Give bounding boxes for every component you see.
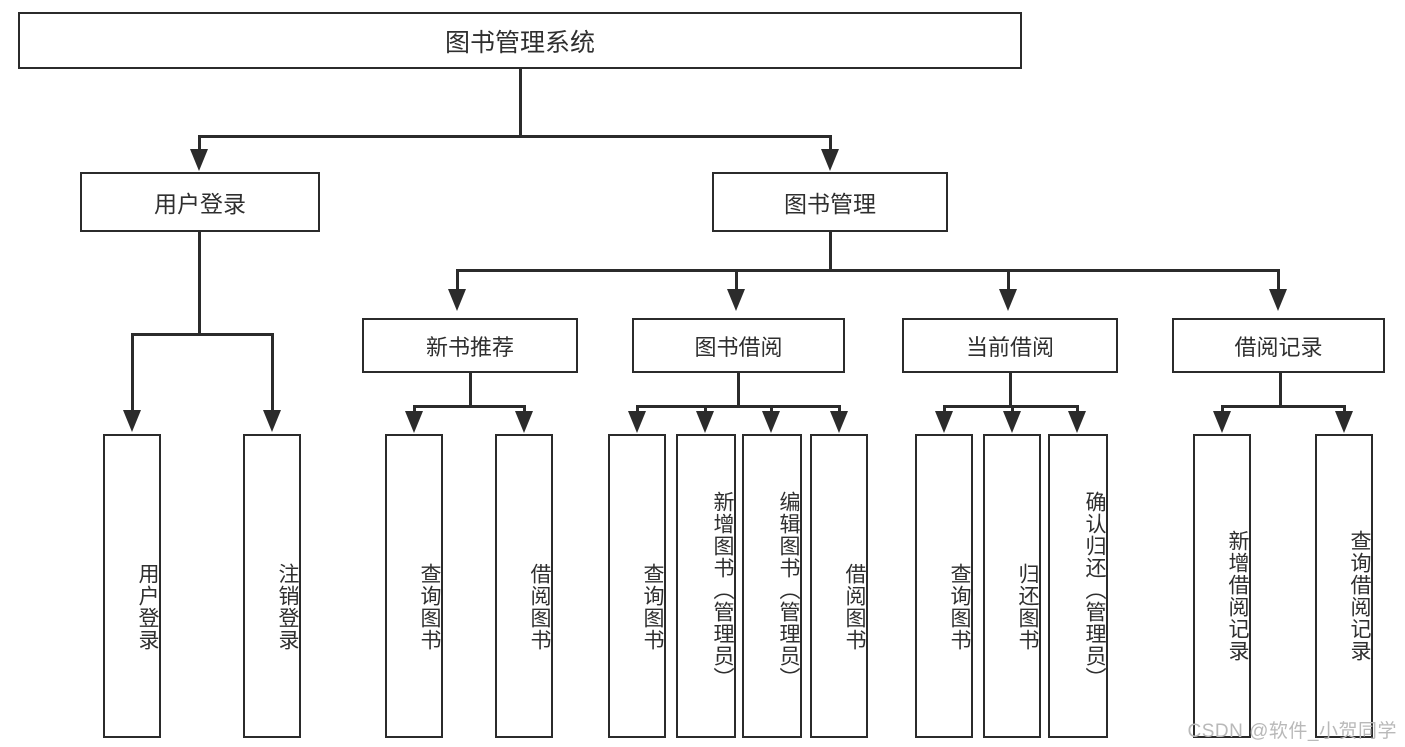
connector-user-login-drop-1 [131, 333, 134, 413]
arrow-to-leaf-add-book [696, 411, 714, 433]
connector-book-borrow-drop-3 [770, 405, 773, 415]
connector-root-drop-left [198, 135, 201, 152]
arrow-to-new-book [448, 289, 466, 311]
arrow-to-leaf-borrow-book-1 [515, 411, 533, 433]
arrow-to-leaf-return-book [1003, 411, 1021, 433]
arrow-to-leaf-query-book-3 [935, 411, 953, 433]
connector-book-borrow-drop-4 [838, 405, 841, 415]
connector-current-drop-2 [1011, 405, 1014, 415]
arrow-to-leaf-edit-book [762, 411, 780, 433]
leaf-query-borrow-record[interactable]: 查询借阅记录 [1315, 434, 1373, 738]
connector-new-book-drop-2 [523, 405, 526, 415]
leaf-query-book-borrow[interactable]: 查询图书 [608, 434, 666, 738]
connector-book-borrow-bar [636, 405, 841, 408]
connector-book-manage-bar [456, 269, 1280, 272]
connector-record-drop-1 [1221, 405, 1224, 415]
leaf-add-book-admin[interactable]: 新增图书（管理员） [676, 434, 736, 738]
node-borrow-record[interactable]: 借阅记录 [1172, 318, 1385, 373]
node-label: 新增借阅记录 [1226, 530, 1249, 662]
arrow-to-leaf-add-record [1213, 411, 1231, 433]
connector-current-drop-1 [943, 405, 946, 415]
leaf-query-book-current[interactable]: 查询图书 [915, 434, 973, 738]
node-label: 图书借阅 [694, 334, 783, 360]
connector-current-borrow-stem [1009, 373, 1012, 408]
arrow-to-leaf-borrow-book-2 [830, 411, 848, 433]
leaf-return-book[interactable]: 归还图书 [983, 434, 1041, 738]
node-book-borrow[interactable]: 图书借阅 [632, 318, 845, 373]
arrow-to-current-borrow [999, 289, 1017, 311]
node-label: 用户登录 [136, 563, 159, 651]
node-current-borrow[interactable]: 当前借阅 [902, 318, 1118, 373]
leaf-borrow-book[interactable]: 借阅图书 [810, 434, 868, 738]
connector-root-stem [519, 69, 522, 137]
leaf-edit-book-admin[interactable]: 编辑图书（管理员） [742, 434, 802, 738]
node-root-system[interactable]: 图书管理系统 [18, 12, 1022, 69]
connector-lvl3-drop-2 [735, 269, 738, 291]
connector-lvl3-drop-3 [1007, 269, 1010, 291]
leaf-user-login[interactable]: 用户登录 [103, 434, 161, 738]
arrow-to-book-manage [821, 149, 839, 171]
leaf-borrow-book-newbook[interactable]: 借阅图书 [495, 434, 553, 738]
csdn-watermark: CSDN @软件_小贺同学 [1187, 721, 1397, 742]
connector-root-bar [198, 135, 832, 138]
connector-current-drop-3 [1076, 405, 1079, 415]
connector-new-book-drop-1 [413, 405, 416, 415]
arrow-to-leaf-query-record [1335, 411, 1353, 433]
node-label: 图书管理 [784, 191, 876, 217]
connector-book-borrow-drop-1 [636, 405, 639, 415]
connector-book-manage-stem [829, 232, 832, 272]
node-user-login[interactable]: 用户登录 [80, 172, 320, 232]
arrow-to-user-login [190, 149, 208, 171]
arrow-to-leaf-user-login [123, 410, 141, 432]
connector-book-borrow-stem [737, 373, 740, 408]
arrow-to-leaf-query-book-2 [628, 411, 646, 433]
connector-user-login-stem [198, 232, 201, 336]
leaf-logout[interactable]: 注销登录 [243, 434, 301, 738]
connector-user-login-bar [131, 333, 274, 336]
node-label: 借阅记录 [1234, 334, 1323, 360]
connector-root-drop-right [829, 135, 832, 152]
node-label: 查询图书 [418, 563, 441, 651]
connector-user-login-drop-2 [271, 333, 274, 413]
node-label: 查询图书 [948, 563, 971, 651]
node-label: 查询借阅记录 [1348, 530, 1371, 662]
node-label: 用户登录 [154, 191, 246, 217]
connector-new-book-bar [413, 405, 526, 408]
node-label: 编辑图书（管理员） [777, 491, 800, 689]
connector-book-borrow-drop-2 [704, 405, 707, 415]
node-label: 查询图书 [641, 563, 664, 651]
leaf-confirm-return-admin[interactable]: 确认归还（管理员） [1048, 434, 1108, 738]
connector-lvl3-drop-4 [1277, 269, 1280, 291]
connector-borrow-record-stem [1279, 373, 1282, 408]
arrow-to-borrow-record [1269, 289, 1287, 311]
node-new-book-recommend[interactable]: 新书推荐 [362, 318, 578, 373]
arrow-to-book-borrow [727, 289, 745, 311]
node-label: 图书管理系统 [444, 28, 595, 57]
node-label: 借阅图书 [843, 563, 866, 651]
node-label: 确认归还（管理员） [1083, 491, 1106, 689]
node-label: 注销登录 [276, 563, 299, 651]
connector-lvl3-drop-1 [456, 269, 459, 291]
connector-borrow-record-bar [1221, 405, 1346, 408]
node-label: 新书推荐 [425, 334, 514, 360]
node-book-management[interactable]: 图书管理 [712, 172, 948, 232]
node-label: 新增图书（管理员） [711, 491, 734, 689]
node-label: 归还图书 [1016, 563, 1039, 651]
node-label: 当前借阅 [965, 334, 1054, 360]
leaf-add-borrow-record[interactable]: 新增借阅记录 [1193, 434, 1251, 738]
arrow-to-leaf-confirm-return [1068, 411, 1086, 433]
arrow-to-leaf-logout [263, 410, 281, 432]
connector-new-book-stem [469, 373, 472, 408]
connector-record-drop-2 [1343, 405, 1346, 415]
arrow-to-leaf-query-book-1 [405, 411, 423, 433]
leaf-query-book-newbook[interactable]: 查询图书 [385, 434, 443, 738]
node-label: 借阅图书 [528, 563, 551, 651]
